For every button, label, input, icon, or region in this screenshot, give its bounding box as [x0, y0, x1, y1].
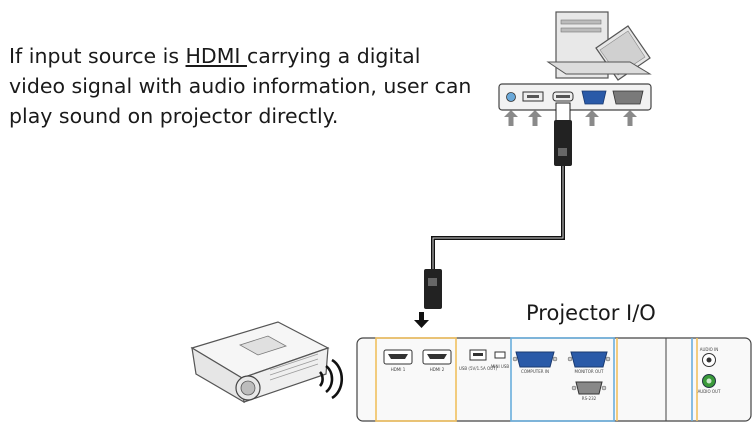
monitor-out-label: MONITOR OUT — [575, 369, 604, 374]
mini-usb-port — [494, 351, 506, 359]
audio-port-icon — [506, 92, 516, 102]
caption-after: carrying a digital video signal with aud… — [9, 44, 472, 128]
computer-group-outline — [510, 337, 615, 422]
computer-in-label: COMPUTER IN — [521, 369, 549, 374]
io-panel: HDMI 1 HDMI 2 USB (5V/1.5A OUT) MINI USB… — [356, 337, 752, 422]
audio-in-label: AUDIO IN — [700, 347, 719, 352]
usb-label: USB (5V/1.5A OUT) — [459, 366, 498, 371]
computer-icon — [546, 11, 652, 81]
hdmi2-label: HDMI 2 — [430, 367, 445, 372]
down-arrow-icon — [414, 312, 429, 328]
port-arrows — [504, 110, 637, 126]
rs232-label: RS-232 — [582, 396, 597, 401]
caption-highlight: HDMI — [185, 44, 247, 68]
sound-wave-icon — [318, 358, 343, 400]
panel-title: Projector I/O — [526, 301, 656, 325]
hdmi-cable — [424, 102, 572, 309]
source-port-panel — [498, 83, 652, 111]
mini-usb-label: MINI USB — [491, 364, 510, 369]
audio-out-label: AUDIO OUT — [698, 389, 721, 394]
projector-icon — [190, 321, 330, 404]
vga-port-icon — [581, 90, 607, 105]
monitor-out-port — [570, 351, 608, 368]
caption-before: If input source is — [9, 44, 186, 68]
dvi-port-icon — [612, 90, 644, 105]
hdmi1-label: HDMI 1 — [391, 367, 406, 372]
caption-text: If input source is HDMI carrying a digit… — [9, 41, 479, 131]
computer-in-port — [515, 351, 555, 368]
rs232-port — [575, 381, 603, 395]
hdmi-group-outline — [375, 337, 457, 422]
